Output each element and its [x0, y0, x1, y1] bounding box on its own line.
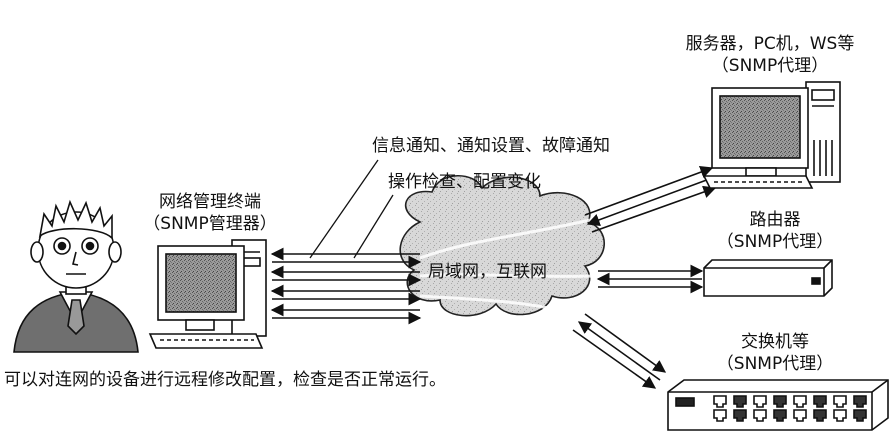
- switch-icon: [667, 379, 889, 431]
- switch-port: [713, 409, 727, 422]
- switch-port: [753, 409, 767, 422]
- switch-port: [813, 395, 827, 408]
- router-name-label: 路由器: [749, 210, 801, 230]
- terminal-manager-label: （SNMP管理器）: [143, 214, 277, 234]
- switch-port: [733, 409, 747, 422]
- switch-port: [833, 409, 847, 422]
- router-link-arrows: [596, 264, 704, 294]
- cloud-flow-lines: [419, 218, 596, 320]
- terminal-link-arrows: [270, 247, 422, 325]
- router-icon: [703, 259, 833, 297]
- switch-agent-label: （SNMP代理）: [716, 354, 834, 374]
- router-agent-label: （SNMP代理）: [716, 232, 834, 252]
- switch-port: [713, 395, 727, 408]
- cloud-label: 局域网，互联网: [428, 262, 547, 282]
- switch-port: [853, 395, 867, 408]
- switch-port: [833, 395, 847, 408]
- operations-label: 操作检查、配置变化: [388, 172, 541, 192]
- server-agent-label: （SNMP代理）: [711, 56, 829, 76]
- switch-name-label: 交换机等: [741, 332, 809, 352]
- switch-port: [733, 395, 747, 408]
- server-pc-icon: [702, 81, 841, 189]
- callout-lines: [309, 159, 394, 259]
- switch-link-arrows: [572, 313, 667, 389]
- server-link-arrows: [584, 165, 717, 233]
- switch-port: [793, 395, 807, 408]
- switch-port: [793, 409, 807, 422]
- terminal-name-label: 网络管理终端: [159, 192, 261, 212]
- switch-port: [773, 409, 787, 422]
- management-terminal-icon: [148, 239, 267, 349]
- server-name-label: 服务器，PC机，WS等: [685, 34, 855, 54]
- network-cloud: [399, 175, 605, 317]
- switch-port: [853, 409, 867, 422]
- caption-text: 可以对连网的设备进行远程修改配置，检查是否正常运行。: [4, 370, 446, 390]
- switch-port: [773, 395, 787, 408]
- switch-port: [813, 409, 827, 422]
- administrator-person-icon: [13, 199, 139, 353]
- notify-label: 信息通知、通知设置、故障通知: [372, 136, 610, 156]
- switch-port: [753, 395, 767, 408]
